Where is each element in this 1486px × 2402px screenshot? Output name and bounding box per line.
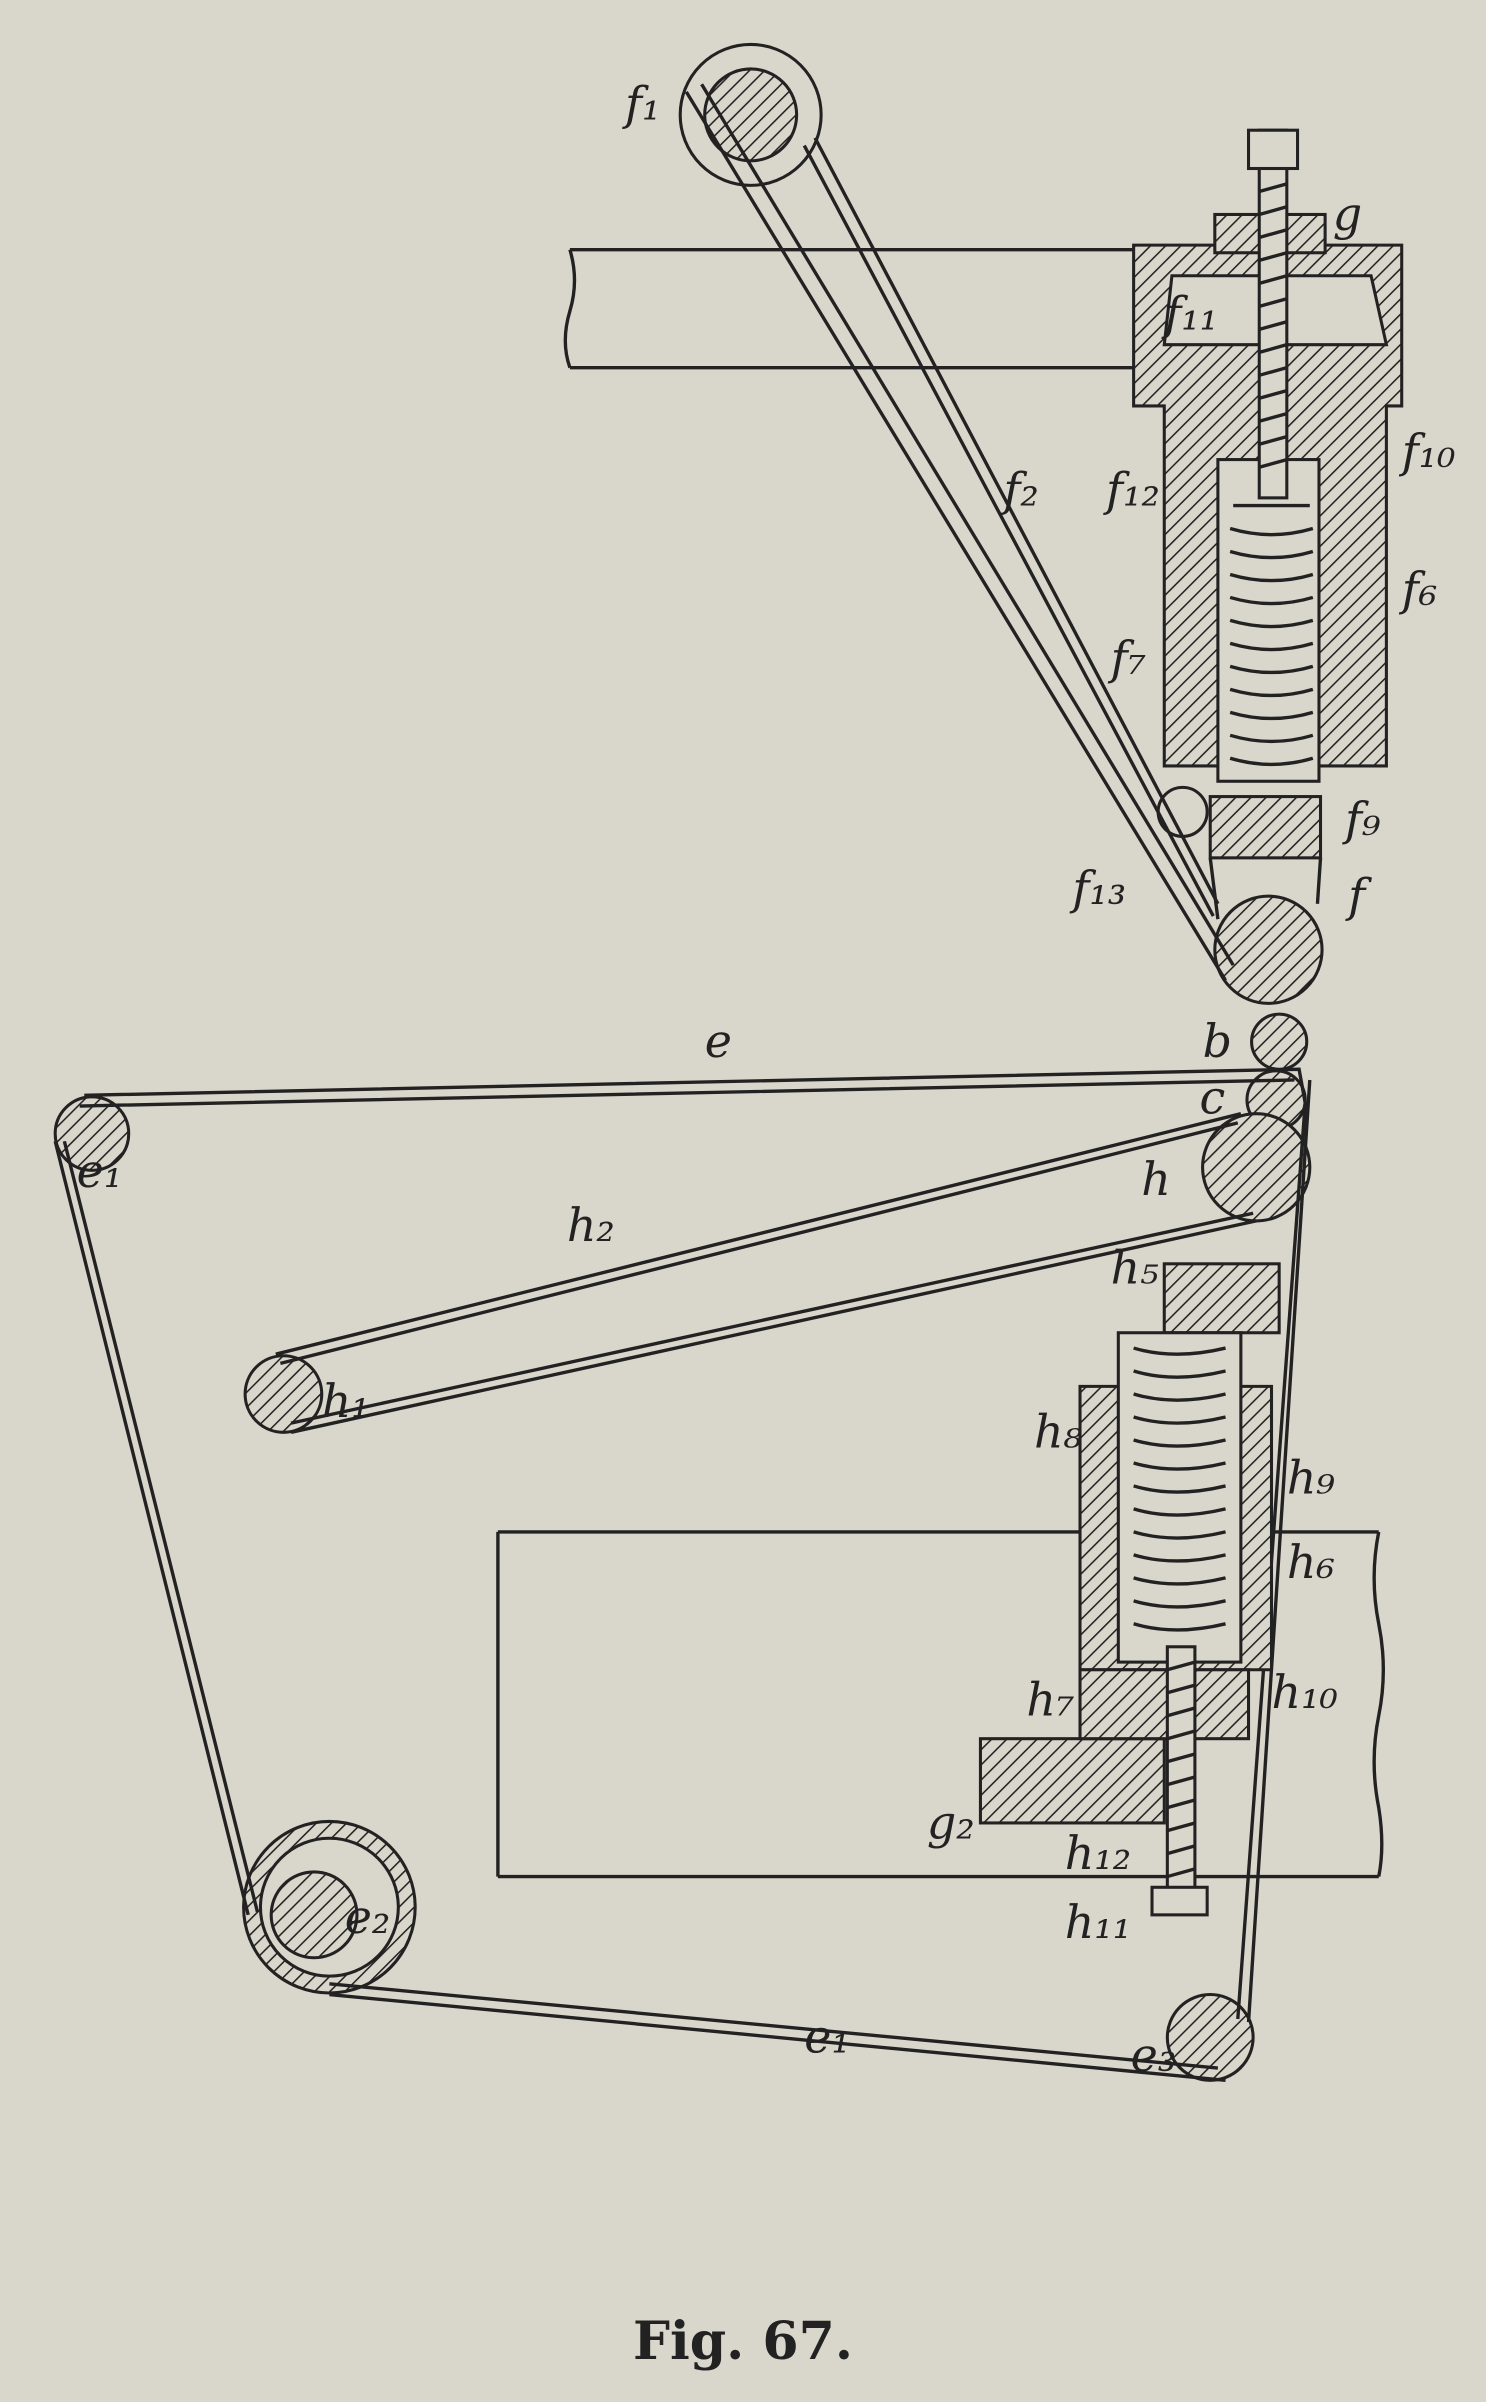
label-e: e bbox=[705, 1014, 732, 1068]
label-f2: f₂ bbox=[1000, 463, 1038, 517]
belt-f2 bbox=[684, 83, 1235, 982]
lower-beam bbox=[496, 1530, 1386, 1879]
label-f1: f₁ bbox=[622, 76, 660, 130]
label-h10: h₁₀ bbox=[1272, 1665, 1338, 1719]
label-g: g bbox=[1333, 187, 1362, 241]
label-h1: h₁ bbox=[322, 1374, 370, 1428]
label-h6: h₆ bbox=[1287, 1535, 1335, 1589]
roller-h bbox=[1201, 1112, 1312, 1223]
label-f12: f₁₂ bbox=[1103, 463, 1160, 517]
label-f: f bbox=[1345, 868, 1372, 922]
label-f13: f₁₃ bbox=[1069, 861, 1126, 915]
label-f6: f₆ bbox=[1399, 562, 1437, 616]
label-h9: h₉ bbox=[1287, 1451, 1336, 1505]
lower-spring-housing bbox=[978, 1262, 1281, 1917]
upper-beam bbox=[563, 248, 1142, 370]
label-h2: h₂ bbox=[567, 1198, 615, 1252]
label-h5: h₅ bbox=[1111, 1241, 1159, 1295]
pulley-e2 bbox=[242, 1819, 417, 1995]
belt-e bbox=[53, 1067, 1312, 2082]
label-h11: h₁₁ bbox=[1065, 1895, 1131, 1949]
label-h8: h₈ bbox=[1034, 1405, 1083, 1459]
label-f7: f₇ bbox=[1108, 631, 1146, 685]
belt-h2 bbox=[275, 1112, 1257, 1434]
label-e3: e₃ bbox=[1131, 2028, 1177, 2082]
label-h12: h₁₂ bbox=[1065, 1826, 1131, 1880]
label-f11: f₁₁ bbox=[1161, 286, 1218, 340]
label-h: h bbox=[1141, 1152, 1171, 1206]
label-e2: e₂ bbox=[345, 1890, 391, 1944]
label-h7: h₇ bbox=[1026, 1673, 1074, 1727]
label-b: b bbox=[1203, 1014, 1232, 1068]
roller-h1 bbox=[243, 1354, 324, 1434]
roller-f bbox=[1213, 894, 1324, 1005]
roller-b bbox=[1250, 1012, 1309, 1071]
label-f10: f₁₀ bbox=[1399, 424, 1456, 478]
roller-e1 bbox=[53, 1095, 131, 1172]
label-c: c bbox=[1200, 1071, 1226, 1125]
upper-spring-housing bbox=[1132, 128, 1404, 920]
pulley-f1 bbox=[678, 42, 823, 187]
label-f9: f₉ bbox=[1342, 792, 1381, 846]
label-e1: e₁ bbox=[77, 1144, 123, 1198]
label-g2: g₂ bbox=[927, 1795, 975, 1849]
figure-caption: Fig. 67. bbox=[633, 2311, 853, 2372]
label-e-lower: e₁ bbox=[804, 2010, 850, 2064]
